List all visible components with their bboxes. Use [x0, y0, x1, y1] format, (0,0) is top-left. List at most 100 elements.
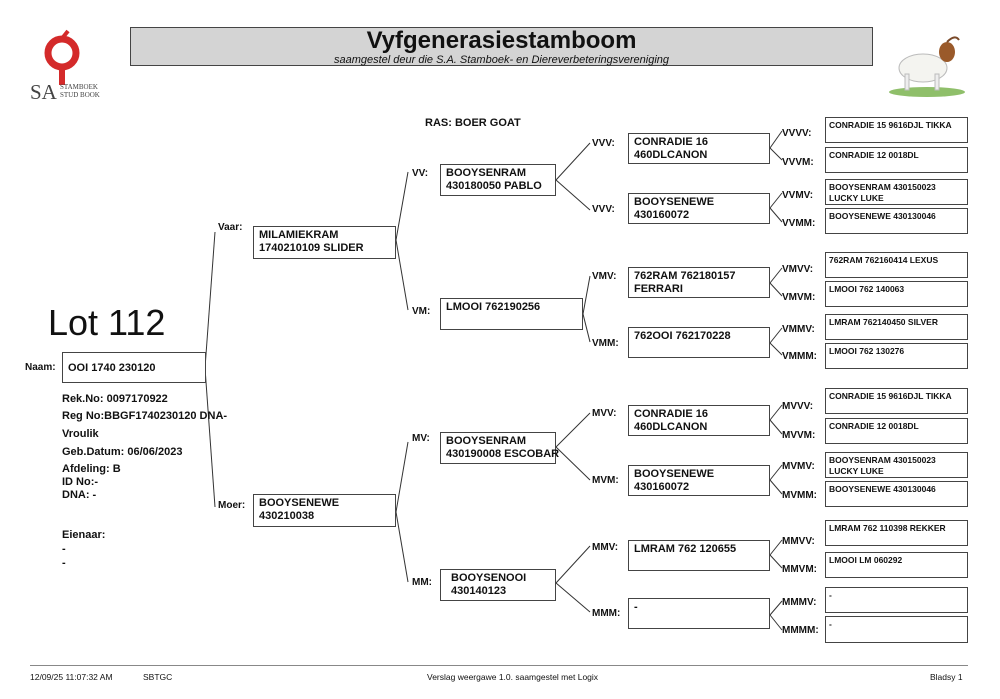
mm-line-1: BOOYSENOOI — [451, 572, 527, 584]
pedigree-box-mvvv: CONRADIE 15 9616DJL TIKKA — [825, 388, 968, 414]
mmvv-label: MMVV: — [782, 536, 815, 547]
vvmm-line-1: BOOYSENEWE 430130046 — [829, 211, 936, 221]
pedigree-box-moer: BOOYSENEWE 430210038 — [253, 494, 396, 527]
pedigree-box-mvm: BOOYSENEWE 430160072 — [628, 465, 770, 496]
mmv-label: MMV: — [592, 542, 619, 553]
vvm-line-1: BOOYSENEWE — [634, 196, 715, 208]
title-box: Vyfgenerasiestamboom saamgestel deur die… — [130, 27, 873, 66]
reg-no-continued: Vroulik — [62, 428, 99, 440]
sa-studbook-logo: SA STAMBOEK STUD BOOK — [28, 25, 108, 105]
vvm-line-2: 430160072 — [634, 209, 690, 221]
pedigree-box-mvmv: BOOYSENRAM 430150023 LUCKY LUKE — [825, 452, 968, 478]
logo-text: SA — [30, 80, 57, 104]
pedigree-box-mvv: CONRADIE 16 460DLCANON — [628, 405, 770, 436]
animal-name-box: OOI 1740 230120 — [62, 352, 206, 383]
mmmv-line-1: - — [829, 590, 832, 600]
vvvm-line-1: CONRADIE 12 0018DL — [829, 150, 919, 160]
mvvv-label: MVVV: — [782, 401, 814, 412]
pedigree-box-vvvv: CONRADIE 15 9616DJL TIKKA — [825, 117, 968, 143]
mmm-label: MMM: — [592, 608, 621, 619]
page-subtitle: saamgestel deur die S.A. Stamboek- en Di… — [333, 54, 670, 66]
logo-subtext-1: STAMBOEK — [60, 83, 98, 91]
mvm-line-1: BOOYSENEWE — [634, 468, 715, 480]
mmvm-line-1: LMOOI LM 060292 — [829, 555, 903, 565]
eienaar-line-2: - — [62, 557, 66, 569]
vvvv-line-1: CONRADIE 15 9616DJL TIKKA — [829, 120, 952, 130]
rek-no: Rek.No: 0097170922 — [62, 393, 168, 405]
footer-report: Verslag weergawe 1.0. saamgestel met Log… — [427, 672, 599, 682]
mmv-line-1: LMRAM 762 120655 — [634, 543, 737, 555]
moer-line-2: 430210038 — [259, 510, 315, 522]
vaar-line-2: 1740210109 SLIDER — [259, 242, 364, 254]
footer-page: Bladsy 1 — [930, 672, 963, 682]
vmv-line-2: FERRARI — [634, 283, 683, 295]
pedigree-box-vvvm: CONRADIE 12 0018DL — [825, 147, 968, 173]
vv-line-1: BOOYSENRAM — [446, 167, 527, 179]
vmvm-label: VMVM: — [782, 292, 816, 303]
mmvv-line-1: LMRAM 762 110398 REKKER — [829, 523, 946, 533]
breed-label: RAS: BOER GOAT — [425, 117, 521, 129]
vmm-line-1: 762OOI 762170228 — [634, 330, 731, 342]
vaar-label: Vaar: — [218, 222, 243, 233]
id-no: ID No:- — [62, 476, 99, 488]
pedigree-box-mmvv: LMRAM 762 110398 REKKER — [825, 520, 968, 546]
vm-label: VM: — [412, 306, 431, 317]
vmmm-label: VMMM: — [782, 351, 817, 362]
mvm-line-2: 430160072 — [634, 481, 690, 493]
footer-timestamp: 12/09/25 11:07:32 AM — [30, 672, 113, 682]
mvmv-label: MVMV: — [782, 461, 815, 472]
vvmm-label: VVMM: — [782, 218, 816, 229]
mmvm-label: MMVM: — [782, 564, 817, 575]
pedigree-box-mmmv: - — [825, 587, 968, 613]
mvmm-label: MVMM: — [782, 490, 817, 501]
pedigree-box-vvmm: BOOYSENEWE 430130046 — [825, 208, 968, 234]
vmm-label: VMM: — [592, 338, 619, 349]
vmv-line-1: 762RAM 762180157 — [634, 270, 736, 282]
boer-goat-image — [885, 30, 970, 100]
moer-line-1: BOOYSENEWE — [259, 497, 340, 509]
mvm-label: MVM: — [592, 475, 619, 486]
vvmv-line-1: BOOYSENRAM 430150023 — [829, 182, 936, 192]
vmmv-line-1: LMRAM 762140450 SILVER — [829, 317, 938, 327]
mv-label: MV: — [412, 433, 430, 444]
pedigree-box-mvmm: BOOYSENEWE 430130046 — [825, 481, 968, 507]
pedigree-box-mmmm: - — [825, 616, 968, 643]
vmmm-line-1: LMOOI 762 130276 — [829, 346, 905, 356]
mmm-line-1: - — [634, 601, 638, 613]
afdeling: Afdeling: B — [62, 463, 121, 475]
pedigree-box-vv: BOOYSENRAM 430180050 PABLO — [440, 164, 556, 196]
pedigree-box-mm: BOOYSENOOI 430140123 — [440, 569, 556, 601]
animal-name: OOI 1740 230120 — [68, 362, 156, 374]
pedigree-box-vmm: 762OOI 762170228 — [628, 327, 770, 358]
mvv-label: MVV: — [592, 408, 617, 419]
mvmv-line-2: LUCKY LUKE — [829, 465, 884, 476]
vaar-line-1: MILAMIEKRAM — [259, 229, 339, 241]
vmvv-line-1: 762RAM 762160414 LEXUS — [829, 255, 939, 265]
pedigree-box-vmvm: LMOOI 762 140063 — [825, 281, 968, 307]
naam-label: Naam: — [25, 362, 56, 373]
pedigree-box-mmv: LMRAM 762 120655 — [628, 540, 770, 571]
pedigree-box-vvm: BOOYSENEWE 430160072 — [628, 193, 770, 224]
reg-no: Reg No:BBGF1740230120 DNA- — [62, 410, 228, 422]
mvvm-line-1: CONRADIE 12 0018DL — [829, 421, 919, 431]
logo-symbol-icon — [44, 29, 80, 85]
vmmv-label: VMMV: — [782, 324, 815, 335]
birth-date: Geb.Datum: 06/06/2023 — [62, 446, 183, 458]
pedigree-box-vmmm: LMOOI 762 130276 — [825, 343, 968, 369]
mmmm-line-1: - — [829, 619, 832, 629]
vv-line-2: 430180050 PABLO — [446, 180, 542, 192]
vmvm-line-1: LMOOI 762 140063 — [829, 284, 905, 294]
pedigree-box-vvv: CONRADIE 16 460DLCANON — [628, 133, 770, 164]
pedigree-box-vm: LMOOI 762190256 — [440, 298, 583, 330]
mm-label: MM: — [412, 577, 432, 588]
eienaar-label: Eienaar: — [62, 529, 106, 541]
vm-line-1: LMOOI 762190256 — [446, 301, 541, 313]
mmmm-label: MMMM: — [782, 625, 819, 636]
eienaar-line-1: - — [62, 543, 66, 555]
vvmv-label: VVMV: — [782, 190, 814, 201]
mvvm-label: MVVM: — [782, 430, 816, 441]
pedigree-box-mvvm: CONRADIE 12 0018DL — [825, 418, 968, 444]
pedigree-box-vmv: 762RAM 762180157 FERRARI — [628, 267, 770, 298]
logo-subtext-2: STUD BOOK — [60, 91, 100, 99]
